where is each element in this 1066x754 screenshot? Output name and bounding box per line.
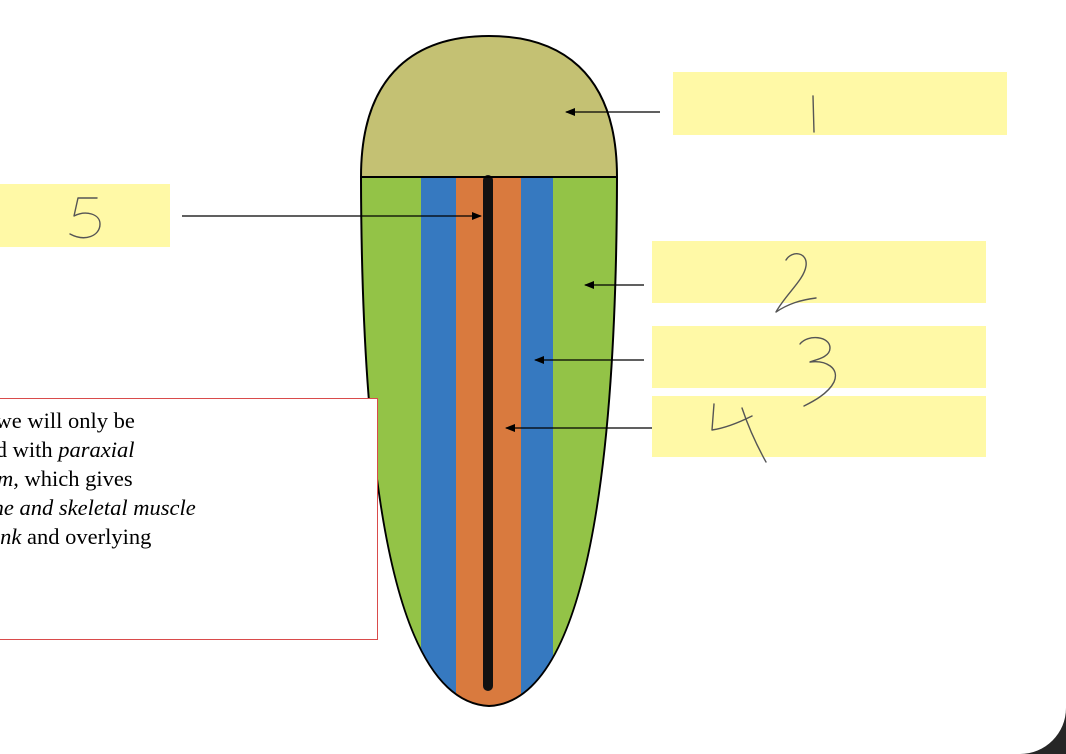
note-line-4-em: bone and skeletal muscle [0,495,196,520]
label-box-2[interactable] [652,241,986,303]
label-box-5[interactable] [0,184,170,247]
label-box-1[interactable] [673,72,1007,135]
handwritten-1-text: 1 [805,98,820,132]
handwritten-5 [69,197,101,239]
label-box-3[interactable] [652,326,986,388]
note-line-2-em: paraxial [58,437,135,462]
note-line-5-em: he trunk [0,524,22,549]
blue-band-left [421,177,456,706]
handwritten-3-text: 3 [808,350,823,384]
label-box-4[interactable] [652,396,986,457]
handwritten-5-text: 5 [70,196,85,230]
handwritten-2-text: 2 [785,262,800,296]
note-line-2a: cerned with [0,437,53,462]
note-line-5b: and overlying [21,524,152,549]
blue-band-right [521,177,553,706]
outer-band-right [553,177,617,706]
note-line-3b: , which gives [13,466,133,491]
note-box: now, we will only be cerned with paraxia… [0,398,378,640]
handwritten-4-text: 4 [720,410,735,444]
handwritten-3 [799,337,837,407]
note-line-1: now, we will only be [0,408,135,433]
handwritten-4 [711,403,767,463]
head-dome [359,34,619,178]
handwritten-1 [812,95,815,133]
handwritten-2 [775,253,817,313]
note-text: now, we will only be cerned with paraxia… [0,406,377,580]
note-line-3-em: soderm [0,466,13,491]
